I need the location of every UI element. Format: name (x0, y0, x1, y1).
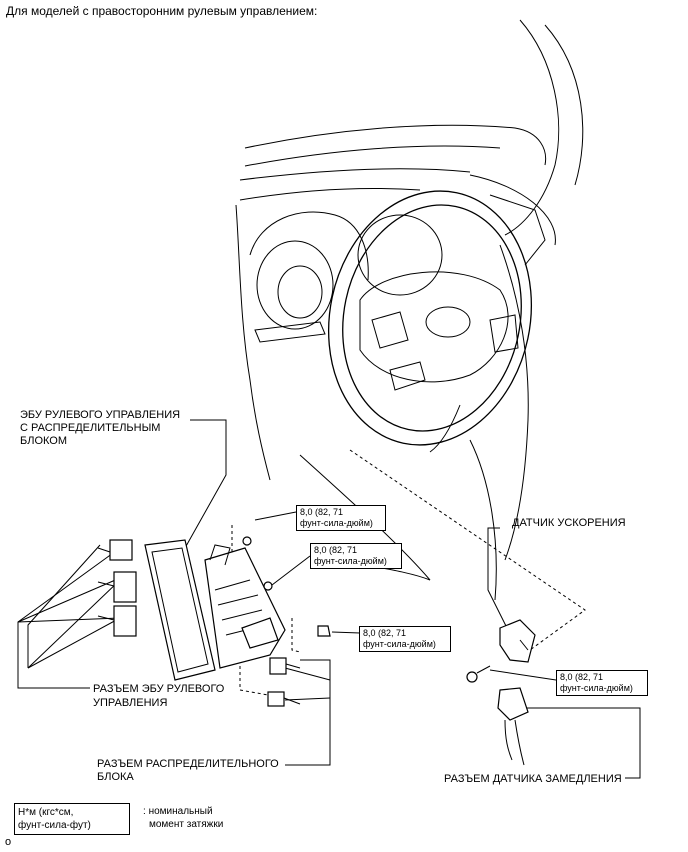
ecu-label-line-1: ЭБУ РУЛЕВОГО УПРАВЛЕНИЯ (20, 409, 181, 421)
deceleration-sensor-connector (497, 687, 529, 766)
ecu-connector-label-line-2: УПРАВЛЕНИЯ (93, 697, 168, 709)
junction-connector-label-line-1: РАЗЪЕМ РАСПРЕДЕЛИТЕЛЬНОГО (97, 758, 279, 770)
torque-legend-box: Н*м (кгс*см, фунт-сила-фут) (14, 803, 130, 835)
corner-mark: o (5, 836, 12, 848)
ecu-junction-block (144, 536, 286, 681)
steering-wheel (327, 190, 533, 453)
legend-separator: : (143, 806, 146, 817)
torque-unit: фунт-сила-дюйм) (560, 683, 633, 693)
torque-value: 8,0 (82, 71 (560, 672, 604, 682)
torque-value: 8,0 (82, 71 (314, 545, 358, 555)
torque-box-3: 8,0 (82, 71 фунт-сила-дюйм) (359, 626, 451, 652)
page-title: Для моделей с правосторонним рулевым упр… (6, 4, 318, 18)
legend-meaning-line-2: момент затяжки (149, 819, 224, 830)
acceleration-sensor (499, 619, 536, 663)
torque-value: 8,0 (82, 71 (363, 628, 407, 638)
bolt (317, 625, 491, 683)
torque-unit: фунт-сила-дюйм) (363, 639, 436, 649)
torque-unit: фунт-сила-дюйм) (300, 518, 373, 528)
junction-connector-label-line-2: БЛОКА (97, 771, 134, 783)
ecu-label-line-3: БЛОКОМ (20, 435, 67, 447)
ecu-connector-label-line-1: РАЗЪЕМ ЭБУ РУЛЕВОГО (93, 683, 225, 695)
legend-units-line-1: Н*м (кгс*см, (18, 807, 74, 818)
torque-unit: фунт-сила-дюйм) (314, 556, 387, 566)
legend-meaning-line-1: номинальный (148, 806, 213, 817)
leader-lines (17, 419, 641, 779)
ecu-connectors (97, 539, 137, 637)
deceleration-connector-label: РАЗЪЕМ ДАТЧИКА ЗАМЕДЛЕНИЯ (444, 773, 622, 785)
torque-box-4: 8,0 (82, 71 фунт-сила-дюйм) (556, 670, 648, 696)
torque-box-1: 8,0 (82, 71 фунт-сила-дюйм) (296, 505, 386, 531)
ecu-label-line-2: С РАСПРЕДЕЛИТЕЛЬНЫМ (20, 422, 161, 434)
junction-connectors (267, 657, 301, 707)
legend-units-line-2: фунт-сила-фут) (18, 820, 91, 831)
torque-value: 8,0 (82, 71 (300, 507, 344, 517)
legend-description: : номинальный момент затяжки (143, 805, 223, 831)
acceleration-sensor-label: ДАТЧИК УСКОРЕНИЯ (512, 517, 626, 529)
instrument-cluster (249, 211, 443, 343)
torque-box-2: 8,0 (82, 71 фунт-сила-дюйм) (310, 543, 402, 569)
